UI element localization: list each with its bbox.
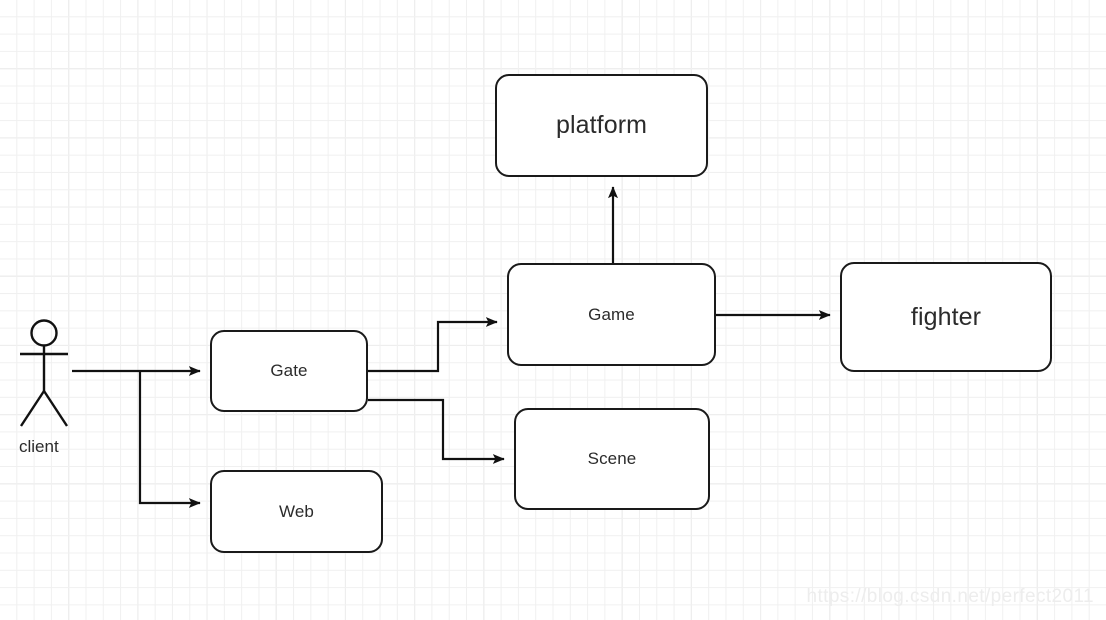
stick-figure-actor-icon xyxy=(19,319,69,427)
node-fighter-label: fighter xyxy=(910,302,982,331)
node-scene-label: Scene xyxy=(587,449,637,468)
node-platform-label: platform xyxy=(555,111,648,139)
edge-gate-to-scene xyxy=(368,398,505,464)
node-scene[interactable]: Scene xyxy=(514,408,710,510)
node-game[interactable]: Game xyxy=(507,263,716,366)
watermark: https://blog.csdn.net/perfect2011 xyxy=(806,586,1094,607)
node-platform[interactable]: platform xyxy=(495,74,708,177)
edge-gate-to-game xyxy=(368,317,498,373)
node-gate[interactable]: Gate xyxy=(210,330,368,412)
edge-client-to-web xyxy=(138,371,201,508)
node-gate-label: Gate xyxy=(270,361,308,380)
node-fighter[interactable]: fighter xyxy=(840,262,1052,372)
actor-client-label: client xyxy=(19,437,59,456)
node-web-label: Web xyxy=(279,501,314,521)
node-web[interactable]: Web xyxy=(210,470,383,553)
node-game-label: Game xyxy=(588,304,635,324)
actor-client[interactable] xyxy=(8,310,98,440)
